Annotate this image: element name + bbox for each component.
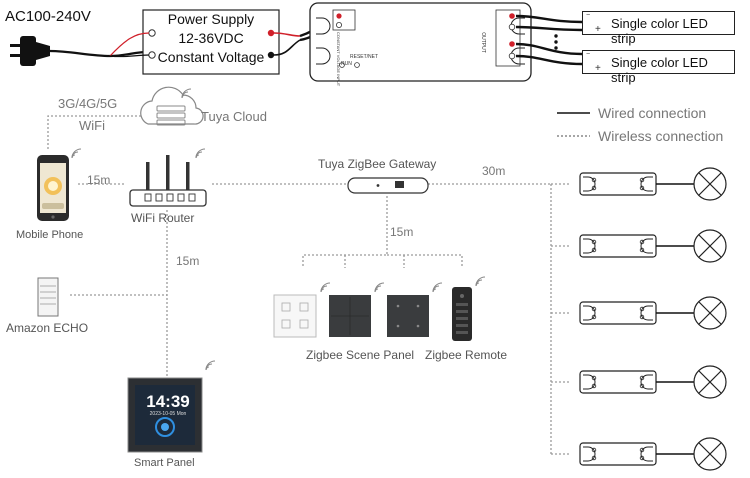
led-controller-device: [309, 2, 532, 82]
cloud-label: Tuya Cloud: [201, 109, 267, 124]
driver-4: [579, 370, 657, 394]
scene-panel-white-icon: [273, 282, 331, 338]
lamp-5-icon: [693, 437, 727, 471]
scene-panel-label: Zigbee Scene Panel: [306, 348, 415, 362]
ac-plug-icon: [10, 36, 147, 66]
mobile-phone-label: Mobile Phone: [16, 229, 84, 241]
controller-output-label: OUTPUT: [479, 32, 486, 53]
zigbee-remote-icon: [452, 276, 486, 341]
power-supply-label: Power Supply 12-36VDC Constant Voltage: [144, 10, 278, 67]
distance-gateway-panels: 15m: [390, 225, 414, 239]
amazon-echo-icon: [37, 277, 59, 317]
cloud-icon: [140, 86, 204, 126]
controller-reset-label: RESET/NET: [350, 54, 379, 60]
wifi-router-icon: [129, 148, 207, 207]
lamp-1-icon: [693, 167, 727, 201]
led-strip-1: − + Single color LED strip: [582, 11, 735, 46]
wireless-links: [47, 115, 570, 455]
wifi-router-label: WiFi Router: [131, 211, 195, 225]
power-supply-line2: 12-36VDC: [178, 30, 244, 46]
zigbee-remote-label: Zigbee Remote: [425, 348, 508, 362]
distance-router-panel: 15m: [176, 254, 200, 268]
lamp-3-icon: [693, 296, 727, 330]
strip-1-pos: +: [595, 24, 601, 35]
driver-lamp-wires: [656, 183, 694, 455]
controller-run-label: RUN: [341, 61, 352, 67]
driver-2: [579, 234, 657, 258]
driver-1: [579, 172, 657, 196]
amazon-echo-label: Amazon ECHO: [6, 321, 89, 335]
ac-input-label: AC100-240V: [5, 8, 91, 25]
scene-panel-dark-2-icon: [387, 282, 443, 337]
gateway-label: Tuya ZigBee Gateway: [318, 157, 437, 171]
strip-2-pos: +: [595, 63, 601, 74]
legend-wireless-label: Wireless connection: [598, 128, 724, 144]
smart-panel-icon: [127, 360, 216, 453]
smart-panel-date: 2023-10-05 Mon: [149, 411, 187, 417]
mobile-data-label: 3G/4G/5G: [58, 96, 118, 111]
strip-1-neg: −: [586, 12, 591, 19]
smart-panel-time: 14:39: [146, 392, 190, 411]
wifi-label: WiFi: [79, 118, 105, 133]
power-supply-line1: Power Supply: [167, 11, 255, 27]
strip-2-neg: −: [586, 51, 591, 58]
power-supply-box: [142, 9, 280, 75]
legend-wired-label: Wired connection: [598, 105, 707, 121]
lamp-4-icon: [693, 365, 727, 399]
distance-gateway-drivers: 30m: [482, 164, 506, 178]
distance-phone-router: 15m: [87, 173, 111, 187]
smart-panel-label: Smart Panel: [134, 457, 195, 469]
driver-3: [579, 301, 657, 325]
led-strip-2: − + Single color LED strip: [582, 50, 735, 85]
lamp-2-icon: [693, 229, 727, 263]
driver-5: [579, 442, 657, 466]
controller-input-label: CONSTANT VOLTAGE INPUT: [336, 32, 341, 87]
power-supply-line3: Constant Voltage: [157, 49, 265, 65]
mobile-phone-icon: [37, 148, 82, 221]
strip-1-label: Single color LED strip: [611, 16, 708, 46]
zigbee-gateway-icon: [347, 177, 429, 194]
scene-panel-dark-icon: [329, 282, 385, 337]
strip-2-label: Single color LED strip: [611, 55, 708, 85]
